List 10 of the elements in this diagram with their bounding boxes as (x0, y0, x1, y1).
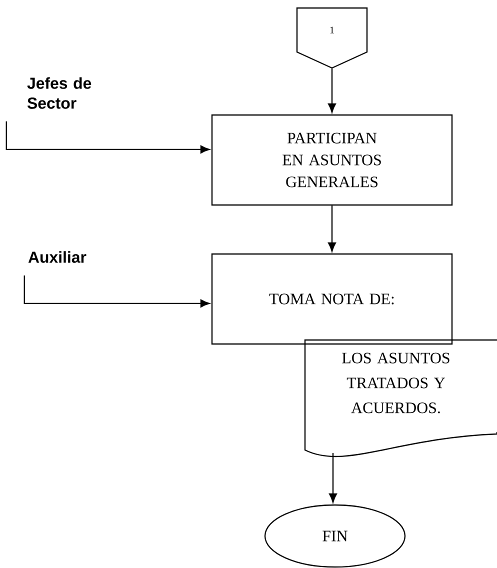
actor-label: Jefes de Sector (27, 77, 92, 109)
process-box: PARTICIPAN EN ASUNTOS GENERALES (211, 114, 453, 206)
actor-label: Auxiliar (28, 251, 86, 263)
arrow (6, 121, 210, 154)
arrow (328, 68, 336, 113)
process-box: TOMA NOTA DE: (211, 253, 453, 345)
arrow (24, 275, 210, 308)
offpage-connector: 1 (296, 7, 368, 69)
arrow (328, 206, 336, 252)
arrow (328, 453, 337, 503)
